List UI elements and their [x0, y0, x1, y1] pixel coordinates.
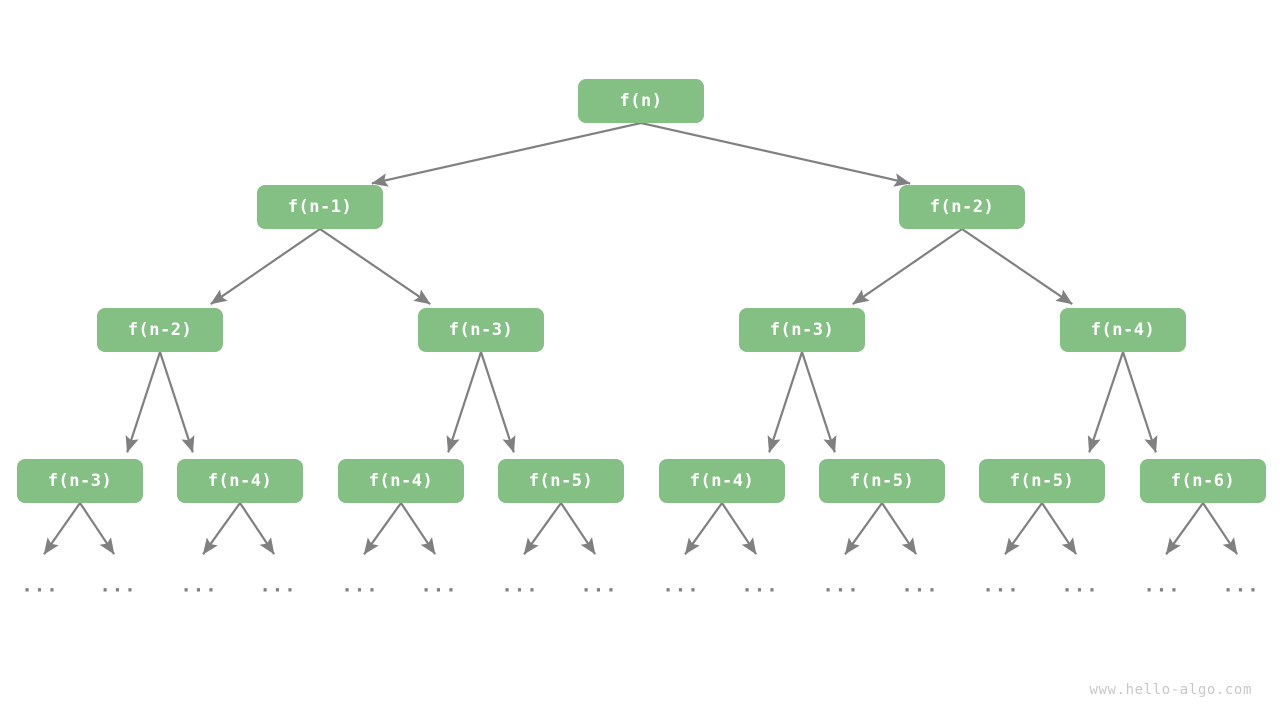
tree-edge-n3-to-n8	[158, 351, 195, 453]
tree-node-label: f(n-3)	[448, 320, 514, 340]
tree-node-n0[interactable]: f(n)	[578, 79, 704, 123]
tree-edge-n6-to-n13	[1087, 351, 1125, 453]
tree-node-n11[interactable]: f(n-4)	[659, 459, 785, 503]
tree-node-n2[interactable]: f(n-2)	[899, 185, 1025, 229]
ellipsis-marker: ...	[99, 574, 137, 597]
tree-edge-n1-to-n4	[319, 228, 431, 305]
tree-node-label: f(n-1)	[287, 197, 353, 217]
tree-leaf-edge-n9-5	[400, 502, 437, 555]
ellipsis-marker: ...	[501, 574, 539, 597]
tree-leaf-edge-n8-2	[202, 502, 241, 555]
tree-edge-n3-to-n7	[125, 351, 162, 453]
ellipsis-marker: ...	[1222, 574, 1260, 597]
ellipsis-marker: ...	[1061, 574, 1099, 597]
tree-node-n13[interactable]: f(n-5)	[979, 459, 1105, 503]
tree-node-label: f(n-4)	[207, 471, 273, 491]
tree-node-label: f(n-2)	[127, 320, 193, 340]
tree-edge-n5-to-n12	[800, 351, 837, 453]
ellipsis-marker: ...	[662, 574, 700, 597]
tree-leaf-edge-n14-14	[1165, 502, 1204, 555]
tree-leaf-edge-n7-1	[79, 502, 116, 555]
ellipsis-marker: ...	[822, 574, 860, 597]
ellipsis-marker: ...	[1143, 574, 1181, 597]
tree-edge-n2-to-n6	[961, 228, 1073, 305]
tree-node-n7[interactable]: f(n-3)	[17, 459, 143, 503]
tree-leaf-edge-n10-6	[523, 502, 562, 555]
tree-node-n12[interactable]: f(n-5)	[819, 459, 945, 503]
tree-node-label: f(n-3)	[769, 320, 835, 340]
tree-node-n3[interactable]: f(n-2)	[97, 308, 223, 352]
tree-leaf-edge-n14-15	[1202, 502, 1239, 555]
ellipsis-marker: ...	[180, 574, 218, 597]
tree-node-label: f(n)	[619, 91, 663, 111]
tree-edge-n6-to-n14	[1121, 351, 1158, 453]
tree-node-n10[interactable]: f(n-5)	[498, 459, 624, 503]
tree-edge-n4-to-n10	[479, 351, 516, 453]
tree-leaf-edge-n9-4	[363, 502, 402, 555]
tree-leaf-edge-n10-7	[560, 502, 597, 555]
tree-leaf-edge-n11-8	[684, 502, 723, 555]
ellipsis-marker: ...	[901, 574, 939, 597]
tree-node-n14[interactable]: f(n-6)	[1140, 459, 1266, 503]
tree-edge-n0-to-n1	[371, 121, 642, 187]
ellipsis-marker: ...	[741, 574, 779, 597]
tree-leaf-edge-n12-11	[881, 502, 918, 555]
tree-node-label: f(n-5)	[528, 471, 594, 491]
tree-edge-n5-to-n11	[767, 351, 804, 453]
tree-leaf-edge-n11-9	[721, 502, 758, 555]
tree-node-n5[interactable]: f(n-3)	[739, 308, 865, 352]
tree-node-label: f(n-4)	[368, 471, 434, 491]
tree-node-n9[interactable]: f(n-4)	[338, 459, 464, 503]
tree-edge-n2-to-n5	[852, 228, 963, 305]
tree-node-label: f(n-2)	[929, 197, 995, 217]
ellipsis-marker: ...	[420, 574, 458, 597]
ellipsis-marker: ...	[259, 574, 297, 597]
tree-node-label: f(n-5)	[1009, 471, 1075, 491]
tree-node-n1[interactable]: f(n-1)	[257, 185, 383, 229]
tree-leaf-edge-n13-13	[1041, 502, 1078, 555]
tree-node-label: f(n-6)	[1170, 471, 1236, 491]
tree-edge-n4-to-n9	[446, 351, 483, 453]
ellipsis-marker: ...	[580, 574, 618, 597]
ellipsis-marker: ...	[21, 574, 59, 597]
tree-leaf-edge-n13-12	[1004, 502, 1043, 555]
tree-edge-n1-to-n3	[210, 228, 321, 305]
tree-node-label: f(n-4)	[689, 471, 755, 491]
tree-leaf-edge-n8-3	[239, 502, 276, 555]
tree-leaf-edge-n12-10	[844, 502, 883, 555]
ellipsis-marker: ...	[982, 574, 1020, 597]
tree-edge-n0-to-n2	[640, 121, 911, 187]
tree-node-label: f(n-4)	[1090, 320, 1156, 340]
tree-node-label: f(n-3)	[47, 471, 113, 491]
tree-node-n4[interactable]: f(n-3)	[418, 308, 544, 352]
watermark-label: www.hello-algo.com	[1089, 682, 1252, 698]
ellipsis-marker: ...	[341, 574, 379, 597]
tree-leaf-edge-n7-0	[43, 502, 81, 555]
tree-node-label: f(n-5)	[849, 471, 915, 491]
tree-node-n6[interactable]: f(n-4)	[1060, 308, 1186, 352]
tree-node-n8[interactable]: f(n-4)	[177, 459, 303, 503]
